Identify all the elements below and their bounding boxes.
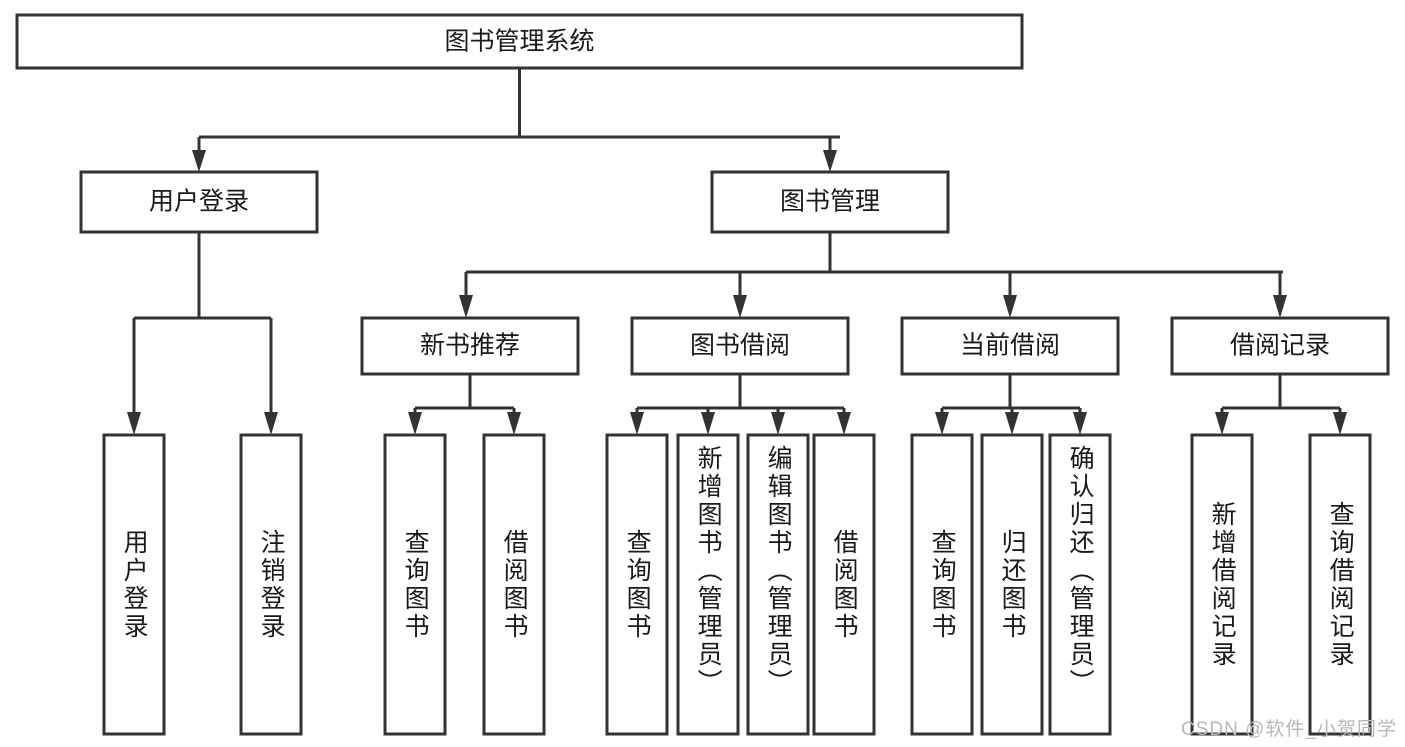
node-book-borrow-box[interactable] <box>630 316 850 376</box>
arrow-icon-to-borrow-record <box>1273 295 1287 318</box>
node-current-borrow-box[interactable] <box>900 316 1120 376</box>
node-book-borrow-label: 图书借阅 <box>690 332 790 360</box>
leaf-box-user-login[interactable] <box>102 433 166 736</box>
node-new-book[interactable]: 新书推荐 <box>360 316 580 376</box>
node-current-borrow-label: 当前借阅 <box>960 332 1060 360</box>
arrow-icon-book-borrow-leaf-4 <box>837 412 851 435</box>
node-root[interactable]: 图书管理系统 <box>15 13 1024 70</box>
arrow-icon-to-new-book <box>459 295 473 318</box>
node-book-borrow[interactable]: 图书借阅 <box>630 316 850 376</box>
csdn-watermark: CSDN @软件_小贺同学 <box>1181 719 1397 740</box>
arrow-icon-book-borrow-leaf-3 <box>771 412 785 435</box>
leaf-box-query-book-current[interactable] <box>910 433 974 736</box>
arrow-icon-to-current-borrow <box>1003 295 1017 318</box>
node-book-manage[interactable]: 图书管理 <box>710 170 950 234</box>
arrow-icon-current-borrow-leaf-3 <box>1073 412 1087 435</box>
node-borrow-record[interactable]: 借阅记录 <box>1170 316 1390 376</box>
leaf-box-query-book-new[interactable] <box>383 433 447 736</box>
node-book-manage-label: 图书管理 <box>780 188 880 216</box>
leaf-box-query-book-borrow[interactable] <box>605 433 669 736</box>
node-user-login[interactable]: 用户登录 <box>79 170 319 234</box>
leaf-box-borrow-book-new[interactable] <box>482 433 546 736</box>
node-current-borrow[interactable]: 当前借阅 <box>900 316 1120 376</box>
leaf-box-confirm-return-admin[interactable] <box>1048 433 1112 736</box>
arrow-icon-user-login-leaf-2 <box>264 412 278 435</box>
leaf-box-add-book-admin[interactable] <box>676 433 740 736</box>
arrow-icon-borrow-record-leaf-1 <box>1215 412 1229 435</box>
node-borrow-record-box[interactable] <box>1170 316 1390 376</box>
arrow-icon-borrow-record-leaf-2 <box>1333 412 1347 435</box>
node-user-login-box[interactable] <box>79 170 319 234</box>
arrow-icon-book-borrow-leaf-1 <box>630 412 644 435</box>
arrow-icon-to-book-borrow <box>733 295 747 318</box>
arrow-icon-to-user-login <box>192 150 206 172</box>
node-root-label: 图书管理系统 <box>444 28 594 56</box>
leaf-box-return-book[interactable] <box>980 433 1044 736</box>
leaf-box-logout[interactable] <box>239 433 303 736</box>
leaf-box-borrow-book[interactable] <box>812 433 876 736</box>
arrow-icon-to-book-manage <box>823 150 837 172</box>
leaf-box-edit-book-admin[interactable] <box>746 433 810 736</box>
node-root-box[interactable] <box>15 13 1024 70</box>
arrow-icon-current-borrow-leaf-1 <box>935 412 949 435</box>
leaf-box-query-borrow-record[interactable] <box>1308 433 1372 736</box>
arrow-icon-new-book-leaf-1 <box>408 412 422 435</box>
arrow-icon-user-login-leaf-1 <box>127 412 141 435</box>
node-user-login-label: 用户登录 <box>149 188 249 216</box>
node-borrow-record-label: 借阅记录 <box>1230 332 1330 360</box>
leaf-box-add-borrow-record[interactable] <box>1190 433 1254 736</box>
arrow-icon-new-book-leaf-2 <box>507 412 521 435</box>
node-book-manage-box[interactable] <box>710 170 950 234</box>
node-new-book-box[interactable] <box>360 316 580 376</box>
connector-layer <box>127 68 1347 435</box>
arrow-icon-current-borrow-leaf-2 <box>1005 412 1019 435</box>
leaf-box-layer[interactable] <box>102 433 1372 736</box>
node-new-book-label: 新书推荐 <box>420 332 520 360</box>
arrow-icon-book-borrow-leaf-2 <box>701 412 715 435</box>
